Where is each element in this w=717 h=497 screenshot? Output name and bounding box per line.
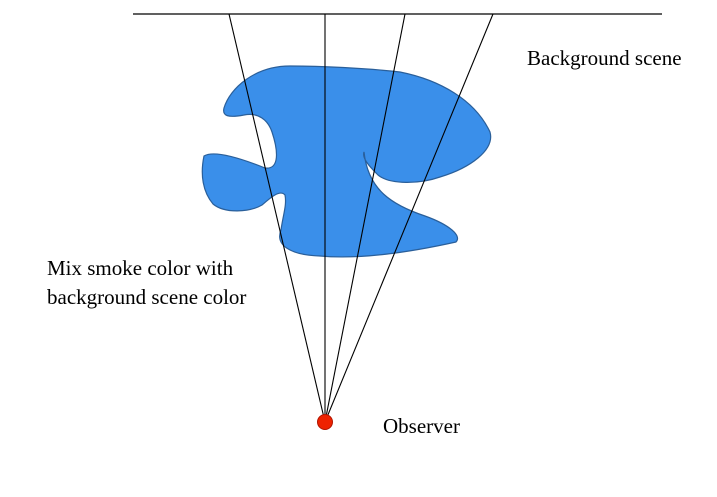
sight-ray [324, 13, 406, 423]
sight-rays [228, 13, 494, 423]
sight-ray [324, 13, 494, 423]
sight-ray [228, 13, 326, 423]
observer-dot [317, 414, 333, 430]
background-scene-label: Background scene [527, 46, 682, 70]
mix-label-line-1: Mix smoke color with [47, 256, 234, 280]
mix-label-line-2: background scene color [47, 285, 247, 309]
smoke-cloud [201, 65, 492, 258]
observer-label: Observer [383, 414, 460, 438]
mix-color-label: Mix smoke color with background scene co… [47, 254, 246, 312]
